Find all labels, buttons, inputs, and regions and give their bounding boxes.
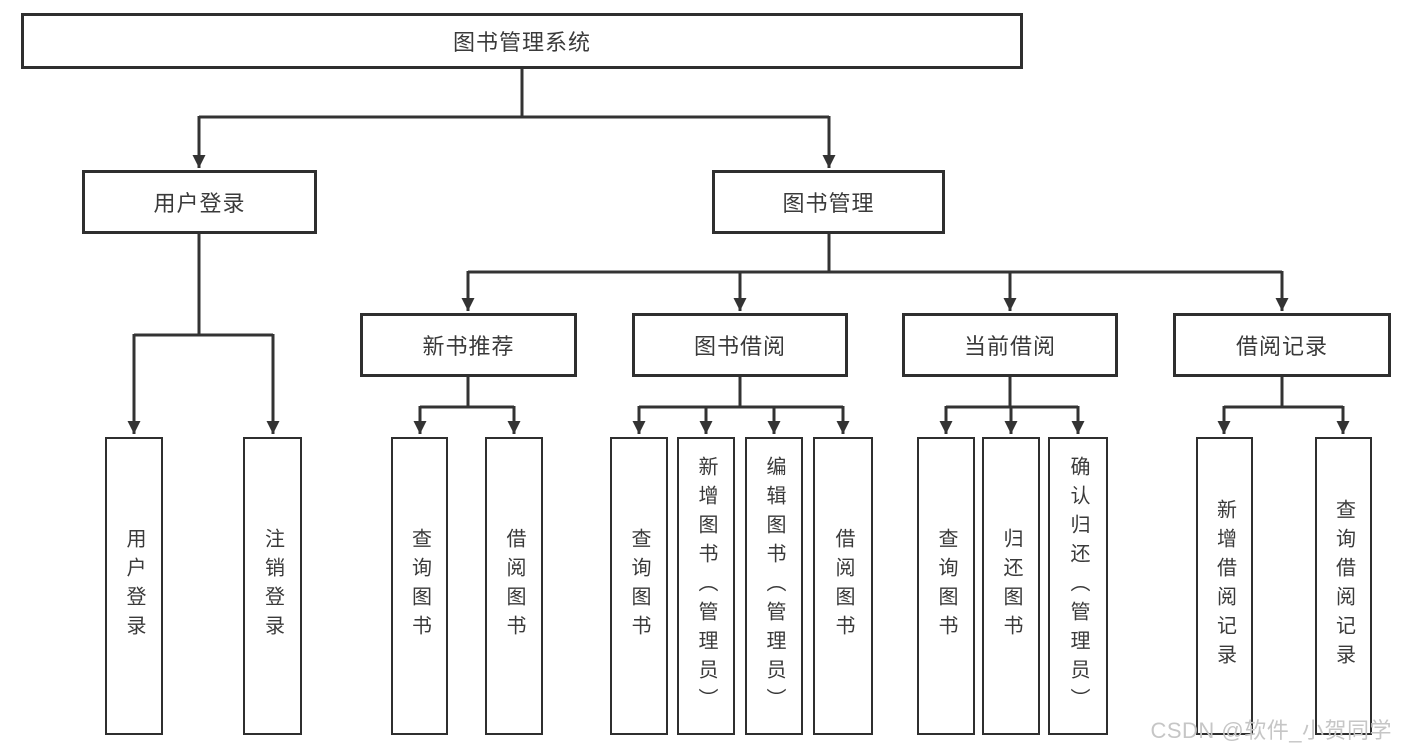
node-leaf-bb-borrow-label: 借阅图书 xyxy=(832,528,854,644)
node-user-login: 用户登录 xyxy=(82,170,317,234)
node-leaf-bb-query-label: 查询图书 xyxy=(628,528,650,644)
node-leaf-bb-add: 新增图书（管理员） xyxy=(677,437,735,735)
node-leaf-cb-query-label: 查询图书 xyxy=(935,528,957,644)
node-leaf-br-query: 查询借阅记录 xyxy=(1315,437,1372,735)
node-book-borrow-label: 图书借阅 xyxy=(693,334,786,359)
node-book-mgmt-label: 图书管理 xyxy=(782,191,875,216)
node-leaf-cb-return: 归还图书 xyxy=(982,437,1040,735)
node-leaf-bb-add-label: 新增图书（管理员） xyxy=(695,455,717,717)
node-leaf-br-add-label: 新增借阅记录 xyxy=(1213,499,1236,673)
node-leaf-cb-query: 查询图书 xyxy=(917,437,975,735)
node-new-books: 新书推荐 xyxy=(360,313,577,377)
node-leaf-nb-query: 查询图书 xyxy=(391,437,448,735)
node-leaf-cb-confirm-label: 确认归还（管理员） xyxy=(1067,455,1089,717)
node-leaf-nb-borrow: 借阅图书 xyxy=(485,437,543,735)
node-current-borrow: 当前借阅 xyxy=(902,313,1118,377)
node-leaf-bb-edit: 编辑图书（管理员） xyxy=(745,437,803,735)
node-leaf-cb-return-label: 归还图书 xyxy=(1000,528,1022,644)
node-root-label: 图书管理系统 xyxy=(452,30,591,55)
node-root: 图书管理系统 xyxy=(21,13,1023,69)
node-new-books-label: 新书推荐 xyxy=(422,334,515,359)
node-leaf-user-login-label: 用户登录 xyxy=(123,528,145,644)
node-user-login-label: 用户登录 xyxy=(153,191,246,216)
node-leaf-bb-edit-label: 编辑图书（管理员） xyxy=(763,455,785,717)
node-leaf-nb-borrow-label: 借阅图书 xyxy=(503,528,525,644)
node-borrow-records: 借阅记录 xyxy=(1173,313,1391,377)
node-leaf-logout-label: 注销登录 xyxy=(261,528,284,644)
node-leaf-nb-query-label: 查询图书 xyxy=(408,528,431,644)
node-leaf-user-login: 用户登录 xyxy=(105,437,163,735)
node-current-borrow-label: 当前借阅 xyxy=(963,334,1056,359)
node-leaf-br-query-label: 查询借阅记录 xyxy=(1332,499,1355,673)
node-leaf-br-add: 新增借阅记录 xyxy=(1196,437,1253,735)
node-leaf-bb-query: 查询图书 xyxy=(610,437,668,735)
node-borrow-records-label: 借阅记录 xyxy=(1235,334,1328,359)
node-book-borrow: 图书借阅 xyxy=(632,313,848,377)
node-book-mgmt: 图书管理 xyxy=(712,170,945,234)
node-leaf-logout: 注销登录 xyxy=(243,437,302,735)
node-leaf-cb-confirm: 确认归还（管理员） xyxy=(1048,437,1108,735)
watermark-text: CSDN @软件_小贺同学 xyxy=(1150,718,1392,743)
node-leaf-bb-borrow: 借阅图书 xyxy=(813,437,873,735)
